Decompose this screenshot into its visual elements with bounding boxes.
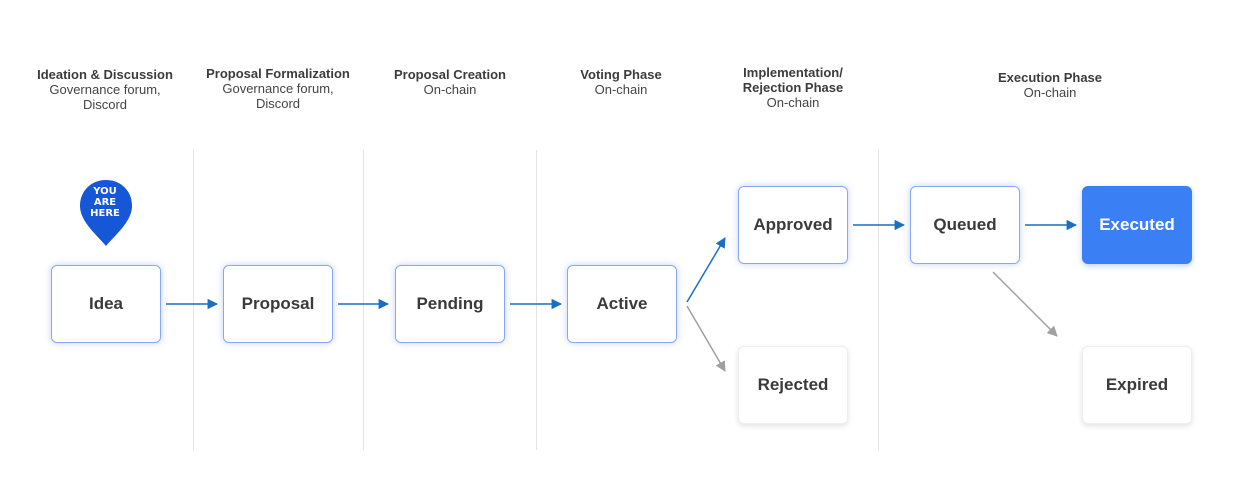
phase-subtitle: Governance forum, bbox=[49, 82, 161, 97]
marker-line: ARE bbox=[93, 197, 117, 208]
node-idea: Idea bbox=[51, 265, 161, 343]
phase-divider bbox=[363, 150, 364, 450]
phase-divider bbox=[878, 150, 879, 450]
node-expired: Expired bbox=[1082, 346, 1192, 424]
phase-formalization: Proposal Formalization Governance forum,… bbox=[193, 66, 363, 111]
node-label: Approved bbox=[753, 215, 833, 234]
arrow-queued-expired bbox=[992, 271, 1058, 337]
node-label: Executed bbox=[1099, 215, 1175, 234]
phase-implementation: Implementation/ Rejection Phase On-chain bbox=[713, 65, 873, 110]
phase-divider bbox=[193, 150, 194, 450]
phase-title: Execution Phase bbox=[997, 70, 1103, 85]
phase-voting: Voting Phase On-chain bbox=[541, 67, 701, 97]
phase-divider bbox=[536, 150, 537, 450]
you-are-here-label: YOU ARE HERE bbox=[78, 186, 132, 219]
phase-subtitle: On-chain bbox=[1023, 85, 1077, 100]
arrow-active-rejected bbox=[686, 305, 726, 372]
node-rejected: Rejected bbox=[738, 346, 848, 424]
you-are-here-pin-icon bbox=[80, 180, 132, 246]
phase-subtitle: Governance forum, bbox=[222, 81, 334, 96]
node-executed: Executed bbox=[1082, 186, 1192, 264]
phase-subtitle: Discord bbox=[82, 97, 128, 112]
node-label: Proposal bbox=[241, 294, 315, 313]
node-queued: Queued bbox=[910, 186, 1020, 264]
phase-title: Implementation/ bbox=[743, 65, 843, 80]
node-label: Expired bbox=[1105, 375, 1169, 394]
node-label: Active bbox=[596, 294, 648, 313]
phase-title: Rejection Phase bbox=[742, 80, 844, 95]
phase-subtitle: On-chain bbox=[423, 82, 477, 97]
phase-ideation: Ideation & Discussion Governance forum, … bbox=[25, 67, 185, 112]
phase-creation: Proposal Creation On-chain bbox=[370, 67, 530, 97]
phase-subtitle: Discord bbox=[255, 96, 301, 111]
node-label: Idea bbox=[88, 294, 124, 313]
node-label: Queued bbox=[933, 215, 997, 234]
phase-title: Voting Phase bbox=[580, 67, 662, 82]
phase-title: Ideation & Discussion bbox=[37, 67, 173, 82]
marker-line: YOU bbox=[93, 186, 117, 197]
marker-line: HERE bbox=[90, 208, 120, 219]
phase-title: Proposal Formalization bbox=[206, 66, 350, 81]
node-label: Pending bbox=[416, 294, 484, 313]
phase-execution: Execution Phase On-chain bbox=[970, 70, 1130, 100]
phase-subtitle: On-chain bbox=[766, 95, 820, 110]
node-pending: Pending bbox=[395, 265, 505, 343]
node-label: Rejected bbox=[757, 375, 829, 394]
node-proposal: Proposal bbox=[223, 265, 333, 343]
node-active: Active bbox=[567, 265, 677, 343]
arrow-active-approved bbox=[686, 237, 726, 303]
node-approved: Approved bbox=[738, 186, 848, 264]
phase-title: Proposal Creation bbox=[394, 67, 506, 82]
phase-subtitle: On-chain bbox=[594, 82, 648, 97]
